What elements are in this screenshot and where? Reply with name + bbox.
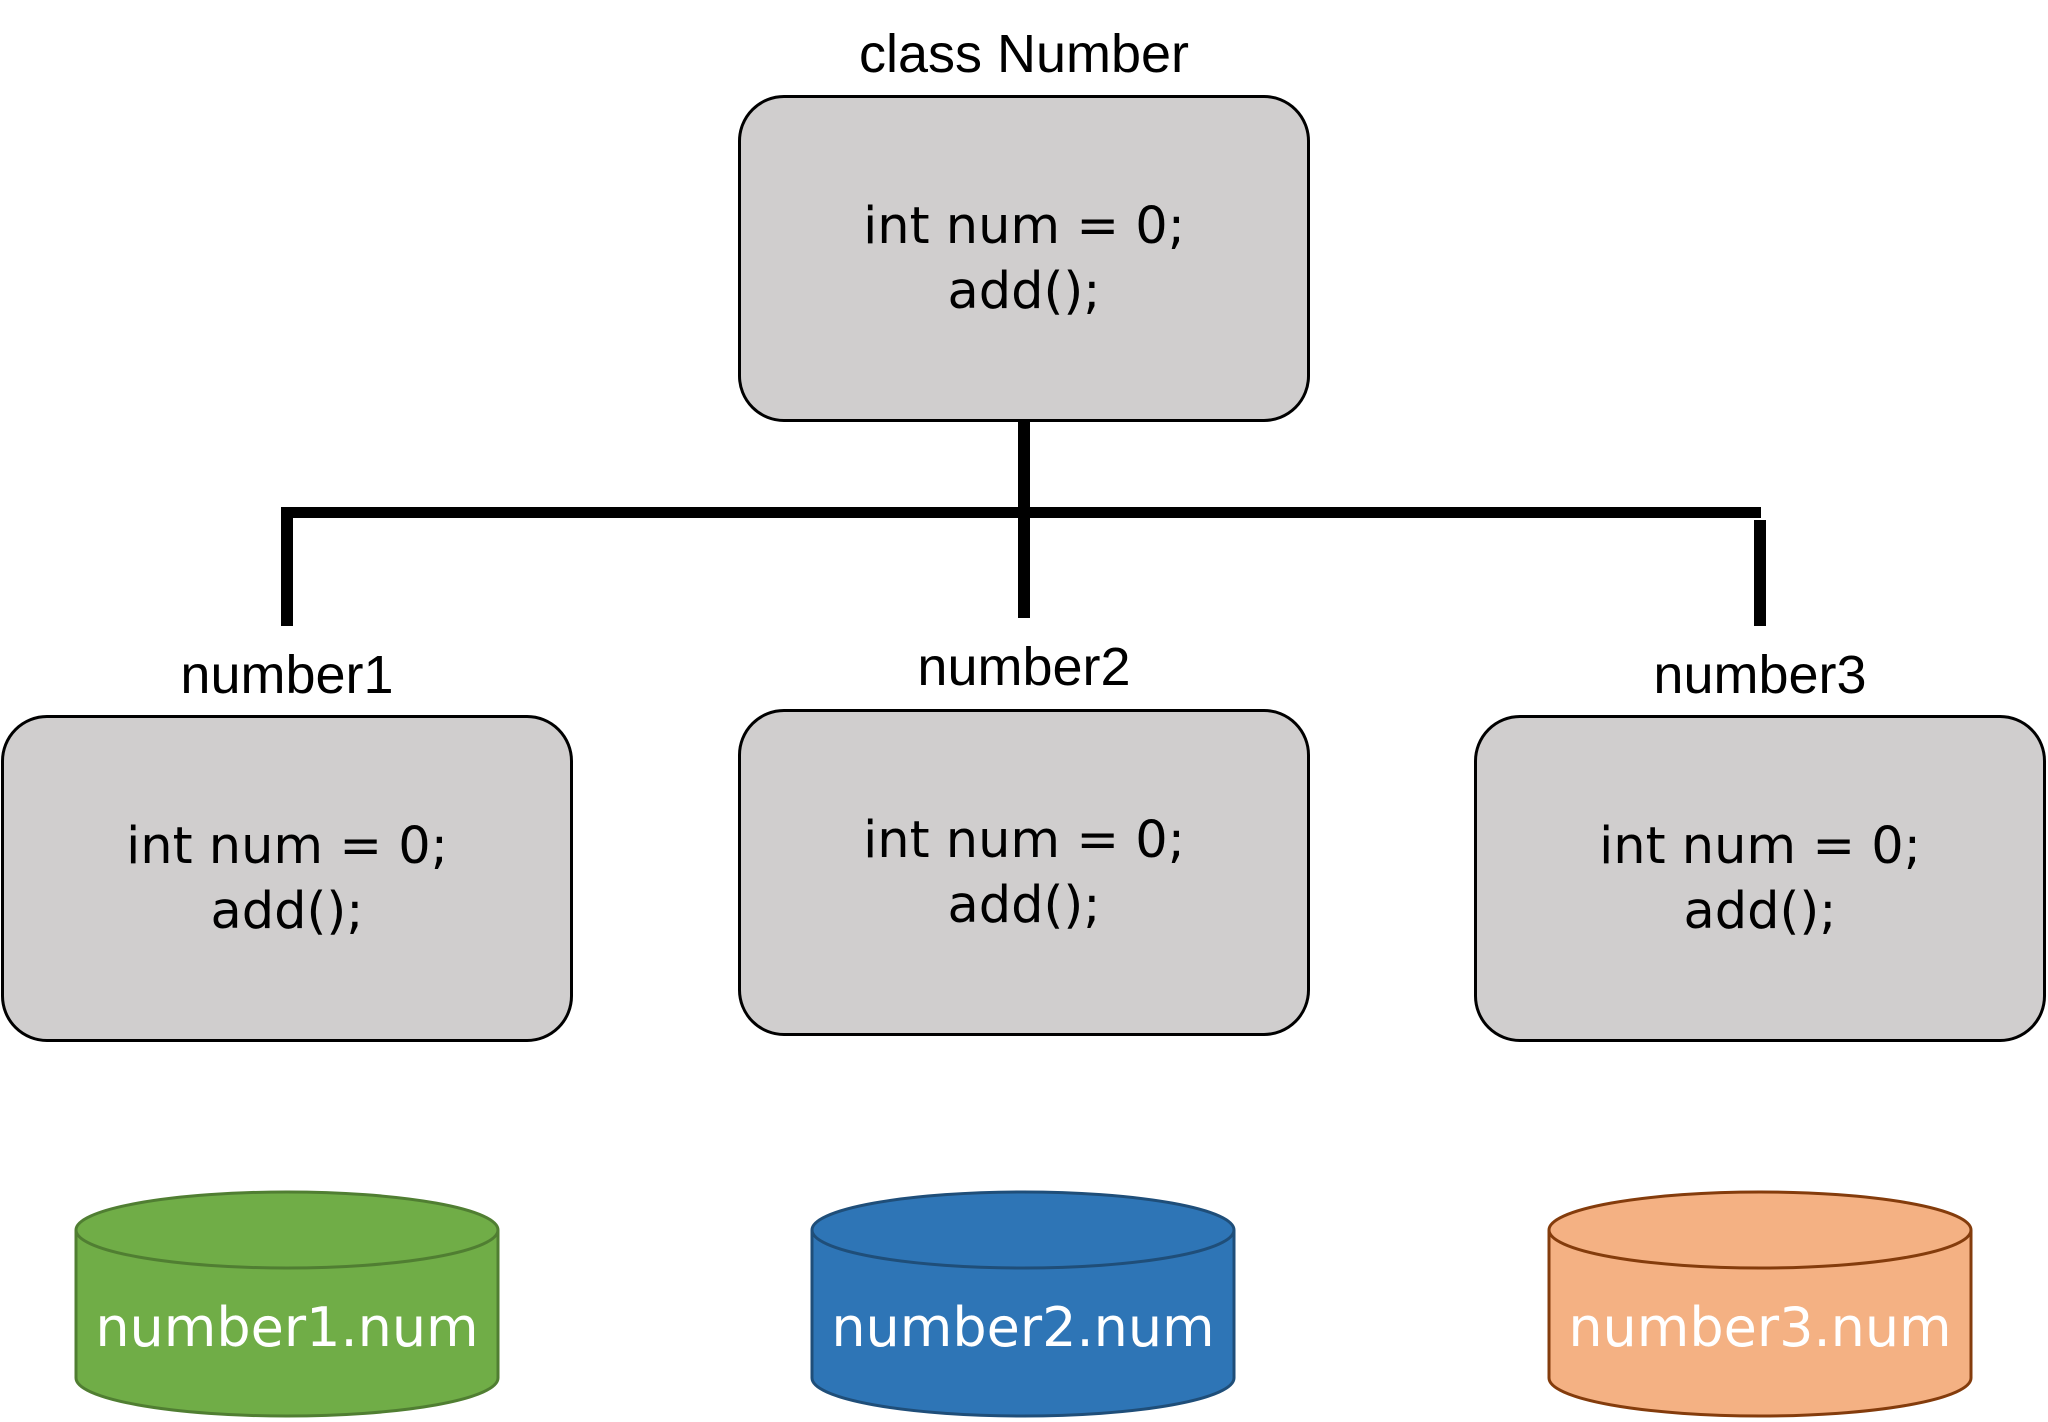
class-box: int num = 0; add();	[738, 95, 1310, 422]
class-title: class Number	[858, 24, 1190, 84]
cylinder-icon	[810, 1190, 1236, 1418]
instance-field-line: int num = 0;	[126, 816, 448, 876]
class-method-line: add();	[947, 261, 1101, 321]
instance-field-line: int num = 0;	[1599, 816, 1921, 876]
horizontal-connector	[281, 507, 1761, 518]
instance-title-number1: number1	[180, 645, 394, 705]
instance-box-number3: int num = 0; add();	[1474, 715, 2046, 1042]
storage-label: number1.num	[95, 1296, 479, 1359]
instance-box-number1: int num = 0; add();	[1, 715, 573, 1042]
instance-title-number3: number3	[1653, 645, 1867, 705]
instance-field-line: int num = 0;	[863, 810, 1185, 870]
storage-cylinder-number1: number1.num	[74, 1190, 500, 1418]
instance-box-number2: int num = 0; add();	[738, 709, 1310, 1036]
cylinder-icon	[1547, 1190, 1973, 1418]
class-field-line: int num = 0;	[863, 196, 1185, 256]
branch-connector-left	[281, 512, 293, 626]
storage-label: number2.num	[831, 1296, 1215, 1359]
storage-cylinder-number2: number2.num	[810, 1190, 1236, 1418]
cylinder-icon	[74, 1190, 500, 1418]
branch-connector-right	[1754, 520, 1766, 626]
storage-label: number3.num	[1568, 1296, 1952, 1359]
instance-method-line: add();	[1683, 881, 1837, 941]
instance-method-line: add();	[947, 875, 1101, 935]
storage-cylinder-number3: number3.num	[1547, 1190, 1973, 1418]
instance-title-number2: number2	[917, 637, 1131, 697]
trunk-connector	[1018, 422, 1030, 618]
instance-method-line: add();	[210, 881, 364, 941]
